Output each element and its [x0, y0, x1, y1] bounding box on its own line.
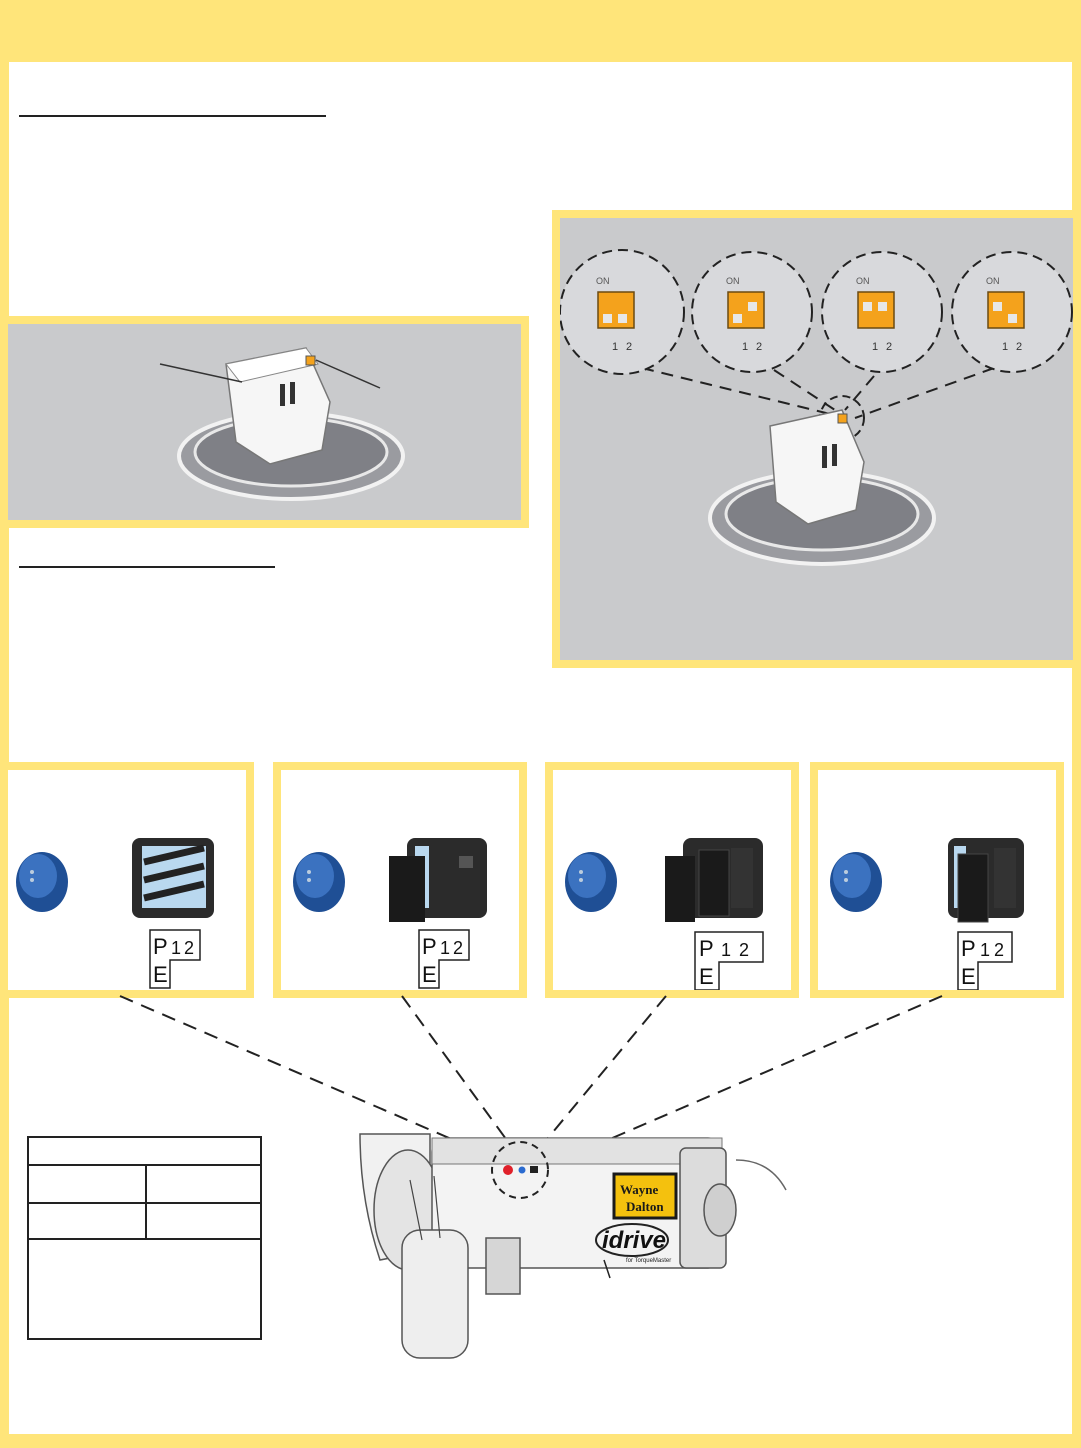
svg-text:idrive: idrive: [602, 1227, 666, 1254]
settings-table: [27, 1136, 262, 1340]
blue-led-icon: [519, 1167, 526, 1174]
svg-text:Dalton: Dalton: [626, 1199, 664, 1214]
operator-illustration: Wayne Dalton idrive for TorqueMaster: [350, 1120, 790, 1370]
jumper-port-icon: [530, 1166, 538, 1173]
red-led-icon: [503, 1165, 513, 1175]
svg-text:for TorqueMaster: for TorqueMaster: [626, 1258, 671, 1264]
wayne-dalton-logo: Wayne Dalton: [614, 1174, 676, 1218]
bottom-border: [9, 1434, 1072, 1448]
svg-text:Wayne: Wayne: [620, 1182, 659, 1197]
